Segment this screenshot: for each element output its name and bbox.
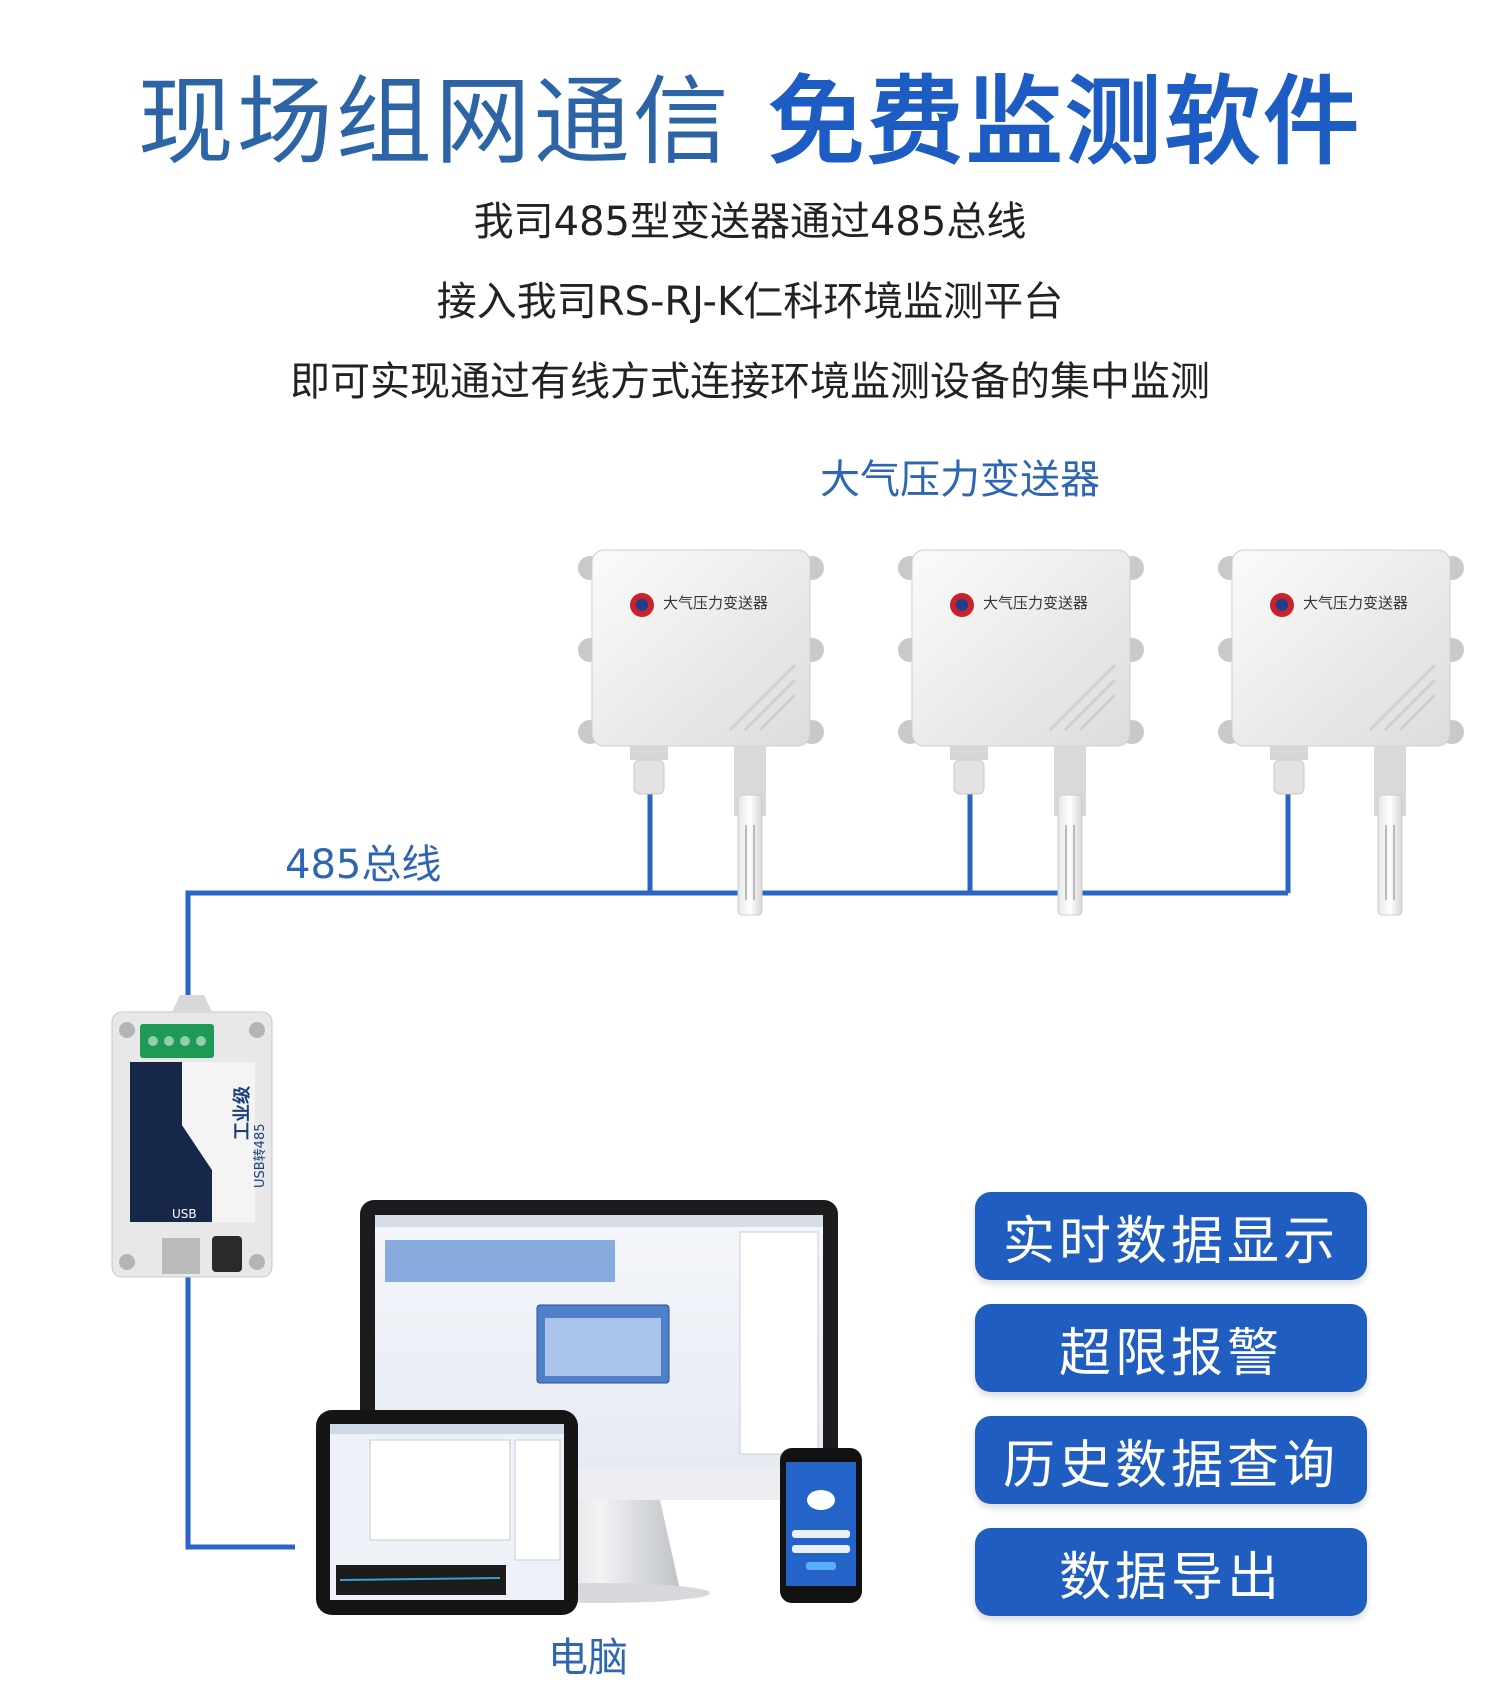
- tablet: [316, 1410, 578, 1615]
- pressure-transmitter-3: [1218, 549, 1464, 916]
- usb-485-converter: [111, 995, 273, 1278]
- transmitter-2-label: 大气压力变送器: [983, 594, 1089, 612]
- converter-subtitle: USB转485: [253, 1123, 268, 1189]
- pressure-transmitter-2: [898, 549, 1144, 916]
- title-network: 现场组网通信: [137, 66, 732, 178]
- device-group-label: 大气压力变送器: [820, 457, 1100, 503]
- intro-line-1: 我司485型变送器通过485总线: [473, 199, 1027, 245]
- title-software: 免费监测软件: [768, 66, 1363, 178]
- feature-over-limit-alarm: 超限报警: [975, 1304, 1367, 1392]
- transmitter-3-label: 大气压力变送器: [1303, 594, 1409, 612]
- converter-title: 工业级: [232, 1086, 253, 1140]
- page-title: 现场组网通信 免费监测软件: [0, 69, 1500, 176]
- rs485-bus-wire: [185, 790, 1291, 1550]
- feature-history-query: 历史数据查询: [975, 1416, 1367, 1504]
- feature-realtime-display: 实时数据显示: [975, 1192, 1367, 1280]
- computer-label: 电脑: [548, 1635, 628, 1681]
- pressure-transmitter-1: [578, 549, 824, 916]
- converter-usb-label: USB: [172, 1207, 197, 1221]
- smartphone: [780, 1448, 862, 1603]
- intro-line-3: 即可实现通过有线方式连接环境监测设备的集中监测: [290, 359, 1210, 405]
- transmitter-1-label: 大气压力变送器: [663, 594, 769, 612]
- intro-line-2: 接入我司RS-RJ-K仁科环境监测平台: [436, 279, 1064, 325]
- feature-data-export: 数据导出: [975, 1528, 1367, 1616]
- bus-label: 485总线: [285, 842, 442, 888]
